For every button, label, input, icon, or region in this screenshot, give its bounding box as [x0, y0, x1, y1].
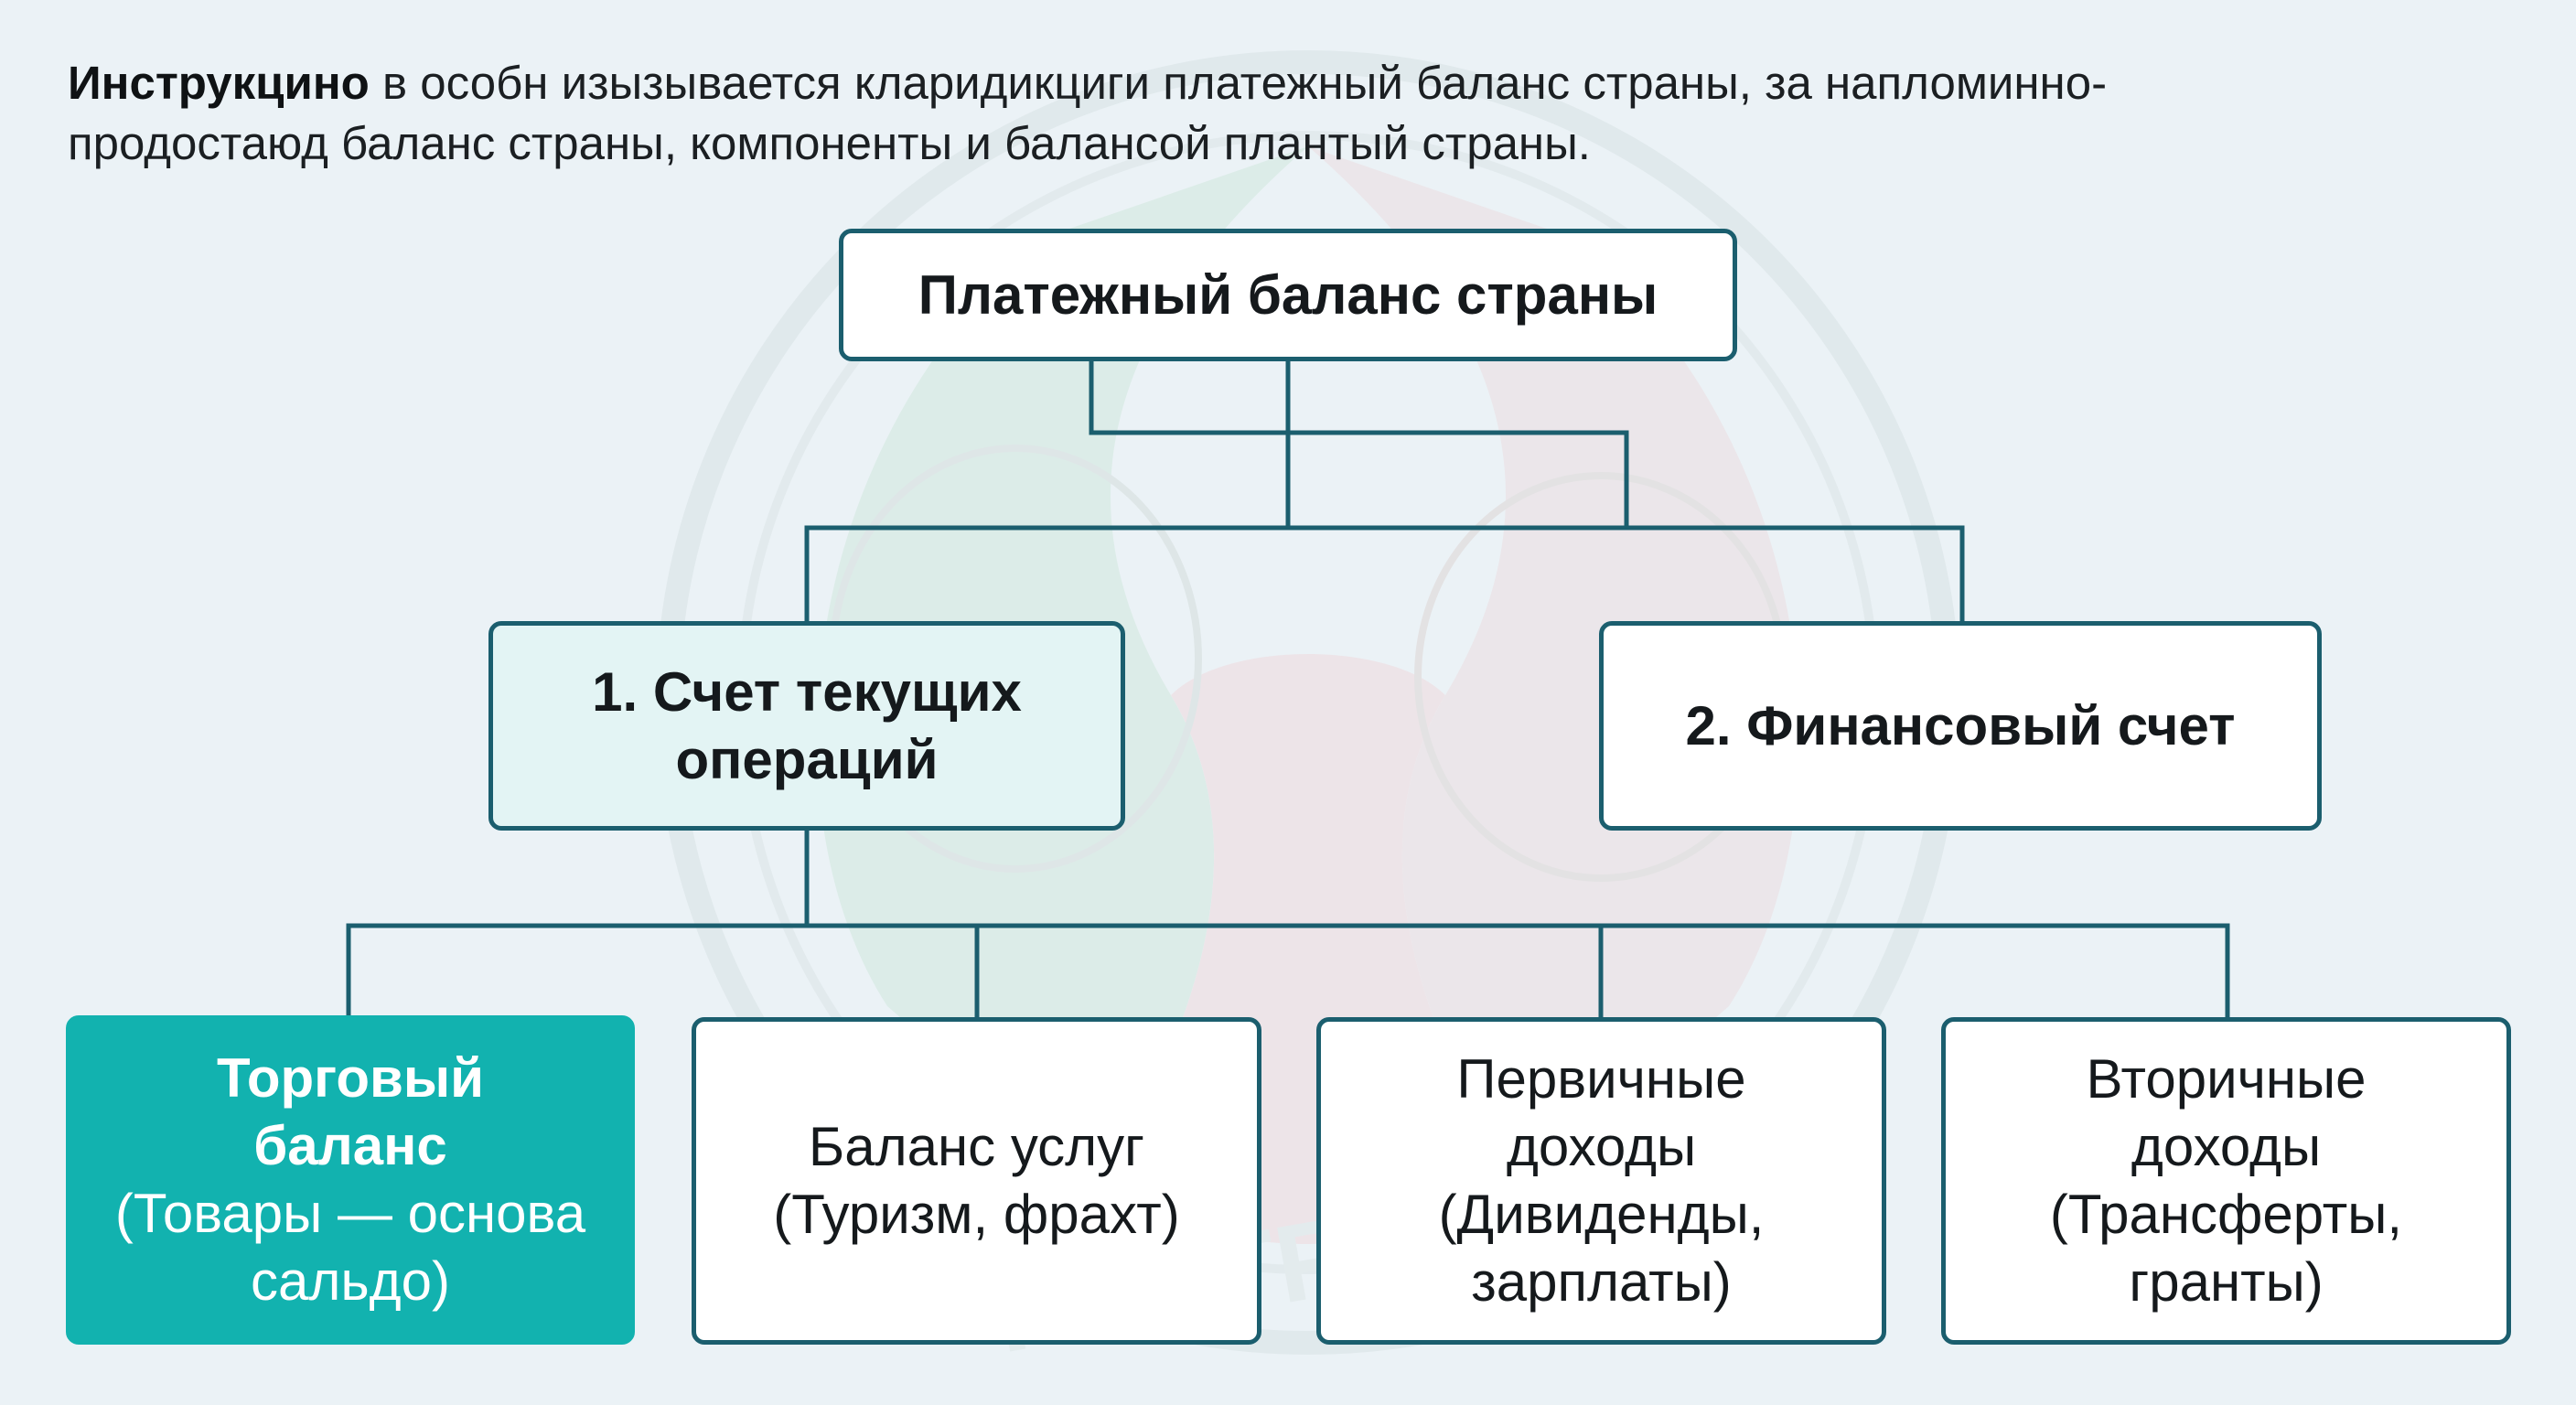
intro-text: в особн изызывается кларидикциги платежн… — [68, 57, 2108, 169]
balance-of-payments-box: Платежный баланс страны — [839, 229, 1737, 361]
services-balance-title: Баланс услуг — [808, 1116, 1145, 1177]
financial-account-label: 2. Финансовый счет — [1685, 694, 2236, 756]
services-balance-box: Баланс услуг (Туризм, фрахт) — [692, 1017, 1261, 1345]
financial-account-box: 2. Финансовый счет — [1599, 621, 2322, 831]
services-balance-detail: (Туризм, фрахт) — [773, 1184, 1180, 1245]
current-account-box: 1. Счет текущих операций — [488, 621, 1125, 831]
primary-income-box: Первичные доходы (Дивиденды, зарплаты) — [1316, 1017, 1886, 1345]
balance-of-payments-label: Платежный баланс страны — [918, 263, 1658, 326]
primary-income-title: Первичные доходы — [1456, 1048, 1746, 1177]
secondary-income-detail: (Трансферты, гранты) — [2049, 1184, 2403, 1313]
secondary-income-box: Вторичные доходы (Трансферты, гранты) — [1941, 1017, 2511, 1345]
intro-paragraph: Инструкцино в особн изызывается кларидик… — [68, 53, 2355, 174]
trade-balance-box: Торговый баланс (Товары — основа сальдо) — [66, 1015, 635, 1345]
secondary-income-title: Вторичные доходы — [2086, 1048, 2367, 1177]
intro-lead: Инструкцино — [68, 57, 370, 109]
current-account-label: 1. Счет текущих операций — [592, 660, 1022, 790]
trade-balance-title: Торговый баланс — [216, 1047, 485, 1176]
trade-balance-detail: (Товары — основа сальдо) — [114, 1183, 586, 1312]
primary-income-detail: (Дивиденды, зарплаты) — [1438, 1184, 1765, 1313]
